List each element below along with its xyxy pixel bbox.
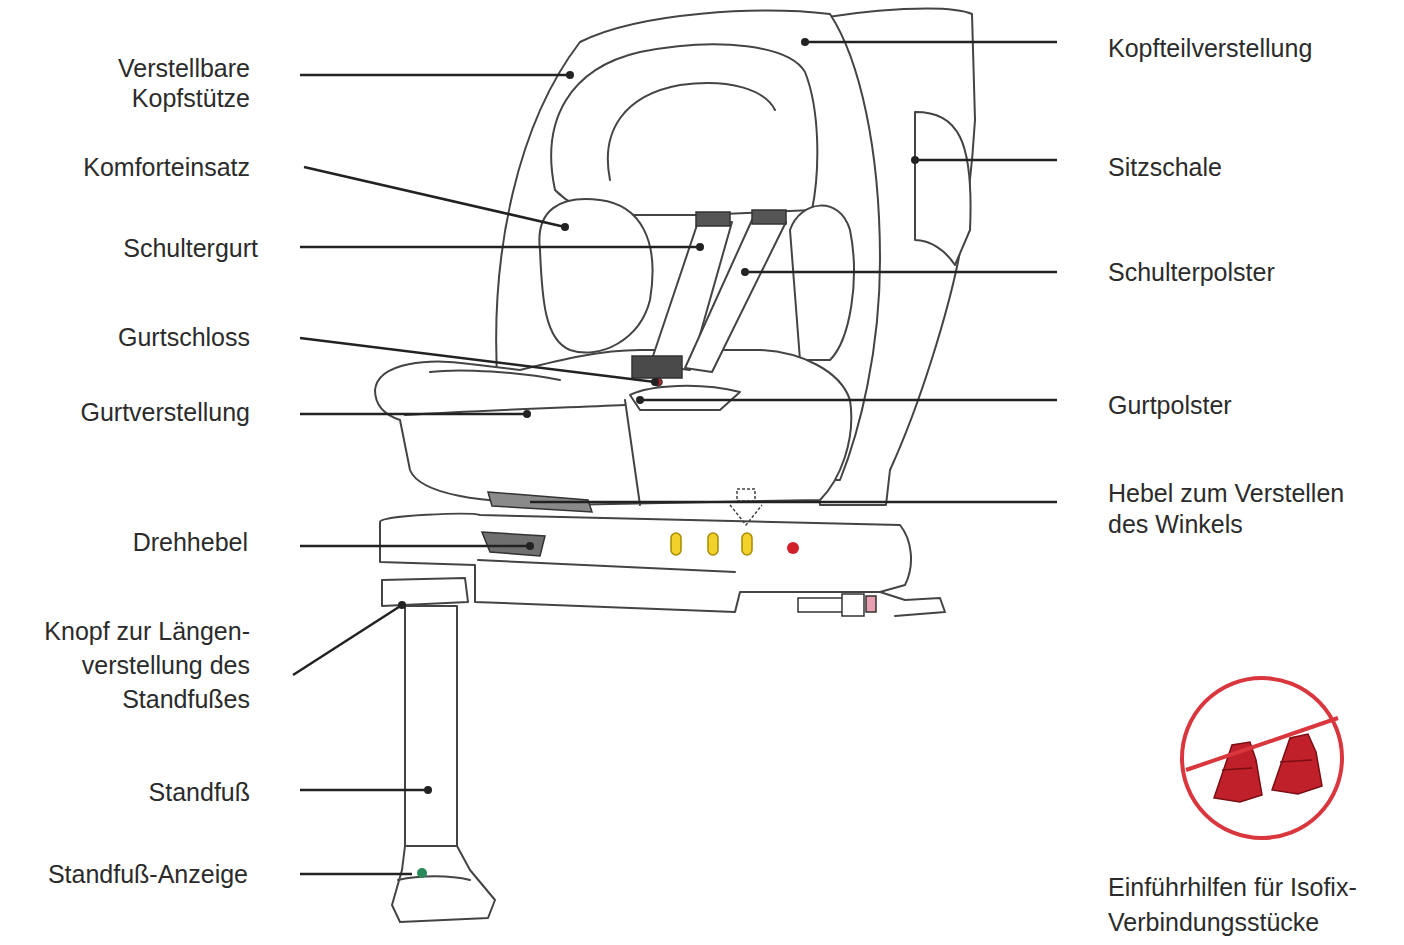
part-label: Gurtverstellung xyxy=(8,397,252,427)
part-label: Schulterpolster xyxy=(1106,257,1398,287)
part-label: Standfuß xyxy=(8,777,252,807)
part-label: Standfuß-Anzeige xyxy=(6,859,250,889)
part-label: Hebel zum Verstellen des Winkels xyxy=(1106,478,1382,540)
part-label: Gurtschloss xyxy=(8,322,252,352)
part-label: Gurtpolster xyxy=(1106,390,1398,420)
part-label: Einführhilfen für Isofix- Verbindungsstü… xyxy=(1106,870,1400,940)
part-label: Schultergurt xyxy=(8,233,260,263)
part-label: Sitzschale xyxy=(1106,152,1398,182)
part-label: Drehhebel xyxy=(8,527,250,557)
part-label: Komforteinsatz xyxy=(8,152,252,182)
part-label: Kopfteilverstellung xyxy=(1106,33,1398,63)
part-label: Knopf zur Längen- verstellung des Standf… xyxy=(6,614,252,716)
part-label: Verstellbare Kopfstütze xyxy=(50,53,252,113)
